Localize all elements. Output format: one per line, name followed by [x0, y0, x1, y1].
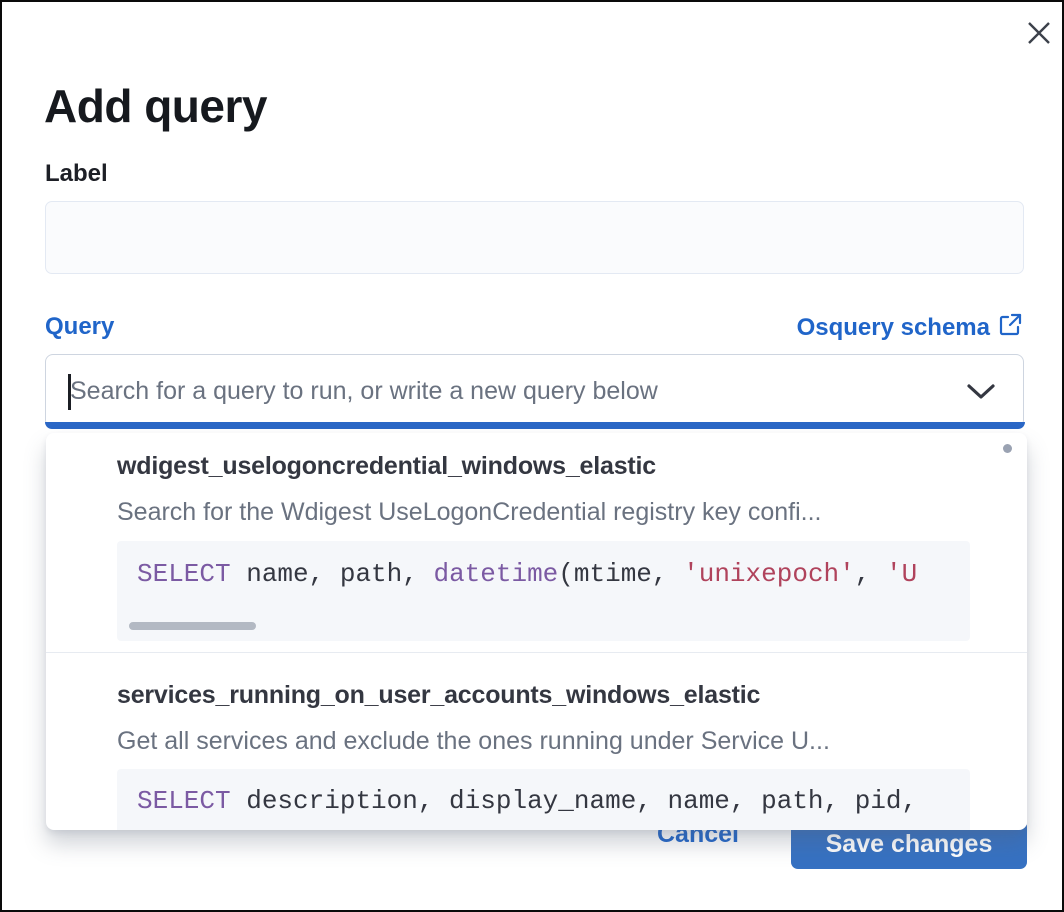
- query-option-wdigest[interactable]: wdigest_uselogoncredential_windows_elast…: [46, 433, 1027, 641]
- sql-code-line: SELECT name, path, datetime(mtime, 'unix…: [137, 559, 918, 589]
- query-option-services-running[interactable]: services_running_on_user_accounts_window…: [46, 661, 1027, 830]
- combobox-focus-bar: [44, 421, 1025, 429]
- option-sql-preview: SELECT description, display_name, name, …: [117, 769, 970, 830]
- osquery-schema-link-label: Osquery schema: [796, 314, 990, 341]
- query-combobox: [44, 354, 1025, 429]
- option-title: wdigest_uselogoncredential_windows_elast…: [117, 452, 656, 480]
- query-search-input[interactable]: [70, 355, 930, 427]
- query-suggestions-panel: wdigest_uselogoncredential_windows_elast…: [46, 433, 1027, 830]
- modal-title: Add query: [44, 79, 267, 132]
- close-icon: [1022, 20, 1056, 46]
- sql-code-line: SELECT description, display_name, name, …: [137, 786, 918, 816]
- label-field-label: Label: [45, 160, 108, 187]
- horizontal-scrollbar-thumb[interactable]: [129, 622, 256, 630]
- option-description: Search for the Wdigest UseLogonCredentia…: [117, 498, 822, 526]
- option-sql-preview: SELECT name, path, datetime(mtime, 'unix…: [117, 541, 970, 641]
- text-cursor: [68, 374, 71, 410]
- option-description: Get all services and exclude the ones ru…: [117, 727, 830, 755]
- osquery-schema-link[interactable]: Osquery schema: [797, 313, 1022, 343]
- option-title: services_running_on_user_accounts_window…: [117, 681, 761, 709]
- external-link-icon: [999, 313, 1022, 343]
- vertical-scrollbar-thumb[interactable]: [1003, 444, 1012, 453]
- close-button[interactable]: [1022, 16, 1056, 50]
- option-divider: [46, 652, 1027, 653]
- query-field-label: Query: [45, 313, 115, 340]
- label-input[interactable]: [45, 201, 1024, 274]
- chevron-down-icon[interactable]: [965, 382, 997, 407]
